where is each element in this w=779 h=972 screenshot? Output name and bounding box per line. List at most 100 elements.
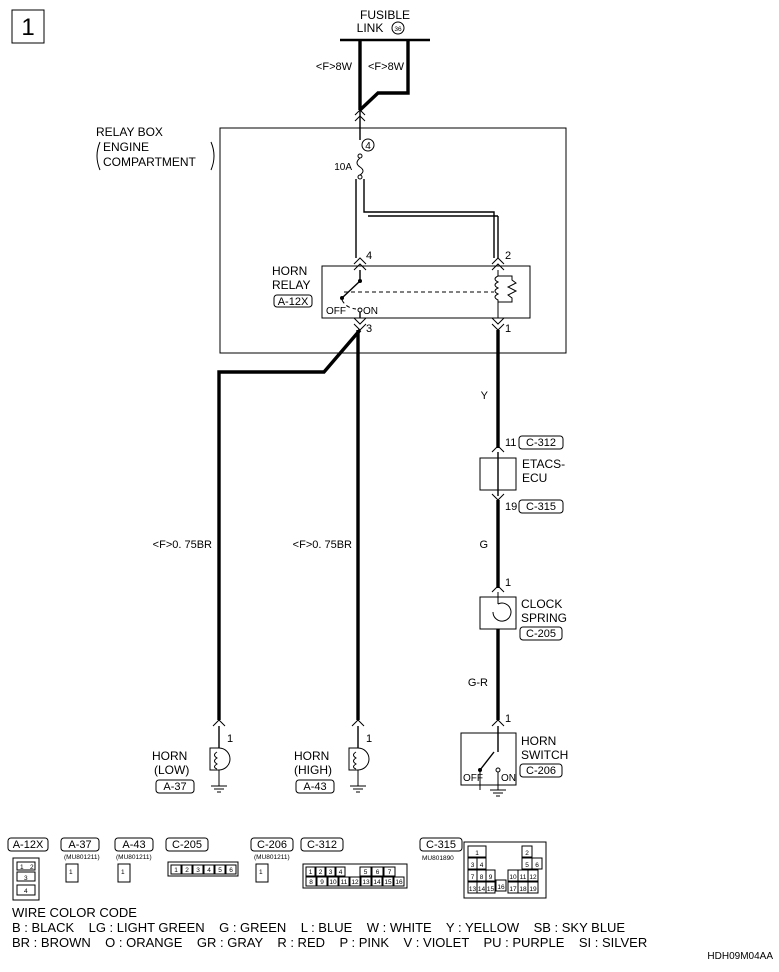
- c312-pin-6-cell: [371, 866, 384, 877]
- fl-wire-left-label: <F>8W: [316, 61, 353, 73]
- c315-pin-2-cell: [521, 845, 533, 858]
- relay-terminal-1: [491, 317, 505, 331]
- conn-a12x-label: A-12X: [13, 839, 44, 851]
- conn-a37-part: (MU801211): [64, 854, 100, 861]
- c315-pin-1: 1: [475, 850, 479, 857]
- legend-line-1: B : BLACK LG : LIGHT GREEN G : GREEN L :…: [12, 920, 626, 935]
- horn-low-coil-icon: [214, 751, 218, 770]
- horn-high-terminal: [351, 719, 365, 727]
- c312-pin-1-cell: [305, 866, 316, 877]
- c312-pin-12-cell: [349, 876, 361, 887]
- c312-pin-3-cell: [325, 866, 336, 877]
- figure-number-box: [11, 9, 45, 44]
- c205-pin-5-cell: [214, 864, 226, 875]
- fusible-link-label-2: LINK: [357, 21, 384, 35]
- wire-relay-ecu-label: Y: [481, 390, 489, 402]
- c312-pin-8-cell: [305, 876, 317, 887]
- c315-pin-8: 8: [480, 874, 484, 881]
- c312-pin-13: 13: [362, 879, 370, 886]
- horn-switch-label-1: HORN: [521, 734, 556, 748]
- ecu-conn-bottom: C-315: [526, 501, 556, 513]
- c312-pin-10: 10: [329, 879, 337, 886]
- diagram-code: HDH09M04AA: [707, 951, 773, 962]
- ecu-terminal-top: [491, 445, 505, 453]
- a12x-cell-mid: [16, 871, 36, 882]
- c315-pin-1-cell: [467, 845, 487, 858]
- conn-c206-part: (MU801211): [254, 854, 290, 861]
- horn-relay-connector-box: [273, 294, 313, 308]
- a12x-pin-1: 1: [20, 864, 24, 871]
- c205-face: [167, 861, 239, 877]
- horn-switch-ground-icon: [479, 770, 506, 797]
- wire-horn-low-label: <F>0. 75BR: [153, 539, 212, 551]
- fusible-link-number-circle: [391, 21, 405, 35]
- horn-high-coil-icon: [353, 751, 357, 770]
- wire-horn-high-label: <F>0. 75BR: [293, 539, 352, 551]
- horn-low-label-1: HORN: [152, 749, 187, 763]
- c312-pin-9: 9: [320, 879, 324, 886]
- conn-a43-box: [114, 837, 154, 852]
- relay-off-label: OFF: [326, 306, 346, 317]
- c205-pin-2: 2: [185, 867, 189, 874]
- c205-pin-6-cell: [225, 864, 237, 875]
- c312-pin-8: 8: [309, 879, 313, 886]
- conn-c206-box: [250, 837, 294, 852]
- c315-pin-12-cell: [527, 869, 539, 882]
- c315-pin-4-cell: [476, 857, 487, 870]
- relay-box-bracket-left: [96, 141, 101, 171]
- wire-clock-switch-label: G-R: [468, 677, 488, 689]
- relay-pin-2: 2: [505, 250, 511, 262]
- horn-switch-label-2: SWITCH: [521, 748, 568, 762]
- c315-pin-6: 6: [535, 862, 539, 869]
- horn-switch-off: OFF: [463, 773, 483, 784]
- clock-spring-conn-box: [519, 626, 563, 641]
- conn-a37-box: [60, 837, 100, 852]
- c315-pin-9-cell: [485, 869, 496, 882]
- c315-pin-15-cell: [485, 881, 496, 894]
- relay-contact-off: [340, 296, 344, 300]
- fuse-terminal-top: [357, 153, 363, 159]
- c312-pin-14-cell: [371, 876, 383, 887]
- relay-terminal-3: [353, 317, 367, 331]
- conn-c205-box: [165, 837, 209, 852]
- c315-pin-11: 11: [520, 874, 527, 881]
- c312-pin-2-cell: [315, 866, 326, 877]
- clock-spring-terminal: [491, 585, 505, 593]
- conn-c315-label: C-315: [426, 839, 456, 851]
- c312-pin-5-cell: [359, 866, 372, 877]
- c312-pin-12: 12: [351, 879, 359, 886]
- horn-high-icon: [348, 747, 370, 771]
- clock-spring-label-2: SPRING: [521, 611, 567, 625]
- horn-relay-box: [321, 265, 531, 319]
- c315-pin-19-cell: [527, 881, 539, 894]
- relay-contact-arm: [341, 280, 361, 299]
- c312-pin-13-cell: [360, 876, 372, 887]
- ecu-pin-top: 11: [505, 437, 516, 449]
- c315-pin-12: 12: [529, 874, 537, 881]
- horn-low-label-2: (LOW): [154, 763, 189, 777]
- relay-box-label-3: COMPARTMENT: [103, 155, 197, 169]
- clock-spring-pin: 1: [505, 577, 511, 589]
- horn-low-terminal: [212, 719, 226, 727]
- relay-resistor-icon: [498, 275, 518, 303]
- wire-ecu-clock-label: G: [479, 539, 488, 551]
- horn-switch-box: [460, 732, 517, 786]
- horn-switch-terminal: [491, 719, 505, 727]
- relay-contact-swing: [341, 299, 357, 310]
- c315-pin-16: 16: [497, 884, 505, 891]
- ecu-conn-top: C-312: [526, 437, 556, 449]
- connector-views: A-12X A-37 (MU801211) A-43 (MU801211) C-…: [7, 837, 547, 901]
- conn-a43-label: A-43: [122, 839, 145, 851]
- etacs-label-2: ECU: [522, 471, 547, 485]
- c315-pin-7: 7: [471, 874, 475, 881]
- c206-face: [255, 863, 269, 883]
- horn-switch-conn-box: [519, 763, 563, 778]
- c315-pin-3: 3: [471, 862, 475, 869]
- c312-pin-1: 1: [309, 869, 313, 876]
- c312-pin-15: 15: [384, 879, 392, 886]
- c312-pin-4: 4: [339, 869, 343, 876]
- c312-pin-14: 14: [373, 879, 381, 886]
- legend-title: WIRE COLOR CODE: [12, 905, 137, 920]
- relay-pin-1: 1: [505, 323, 511, 335]
